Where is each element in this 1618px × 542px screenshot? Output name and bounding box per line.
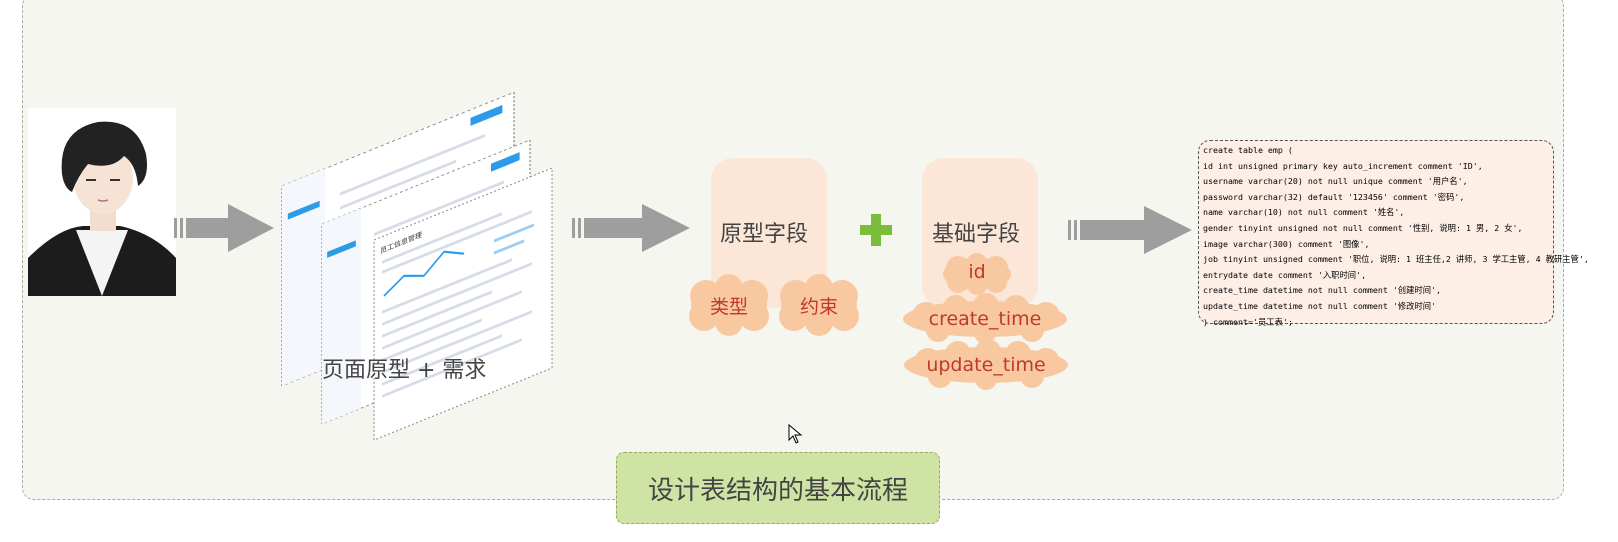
update-time-tag: update_time	[926, 354, 1046, 376]
plus-icon	[860, 214, 892, 246]
type-tag: 类型	[709, 296, 748, 318]
type-tag-cloud	[689, 274, 769, 336]
id-tag: id	[968, 261, 986, 283]
prototype-field-title: 原型字段	[720, 222, 809, 247]
sql-line: create table emp (	[1203, 145, 1293, 155]
sql-line: update_time datetime not null comment '修…	[1203, 300, 1436, 311]
sql-line: entrydate date comment '入职时间',	[1203, 269, 1367, 280]
flow-arrow-1	[174, 204, 274, 252]
sql-line: gender tinyint unsigned not null comment…	[1203, 222, 1523, 233]
page-prototype-mockups: 员工信息管理	[281, 91, 553, 441]
create-table-sql: create table emp ( id int unsigned prima…	[1198, 140, 1589, 327]
sql-line: create_time datetime not null comment '创…	[1203, 285, 1441, 296]
update-time-tag-cloud	[904, 339, 1068, 390]
create-time-tag-cloud	[903, 293, 1067, 344]
sql-line: ) comment='员工表';	[1203, 316, 1293, 327]
sql-line: username varchar(20) not null unique com…	[1203, 176, 1468, 187]
prototype-caption: 页面原型 + 需求	[322, 358, 487, 383]
sql-line: id int unsigned primary key auto_increme…	[1203, 160, 1483, 171]
mouse-cursor-icon	[788, 423, 803, 444]
footer-title: 设计表结构的基本流程	[616, 452, 940, 524]
sql-line: name varchar(10) not null comment '姓名',	[1203, 207, 1405, 218]
sql-line: image varchar(300) comment '图像',	[1203, 238, 1370, 249]
base-field-title: 基础字段	[932, 222, 1021, 247]
create-time-tag: create_time	[928, 308, 1042, 330]
flow-arrow-3	[1068, 206, 1192, 254]
constraint-tag: 约束	[799, 296, 838, 318]
user-avatar	[28, 108, 176, 296]
sql-line: password varchar(32) default '123456' co…	[1203, 191, 1465, 202]
flow-arrow-2	[572, 204, 690, 252]
constraint-tag-cloud	[779, 274, 859, 336]
id-tag-cloud	[943, 253, 1011, 295]
sql-line: job tinyint unsigned comment '职位, 说明: 1 …	[1203, 254, 1589, 265]
